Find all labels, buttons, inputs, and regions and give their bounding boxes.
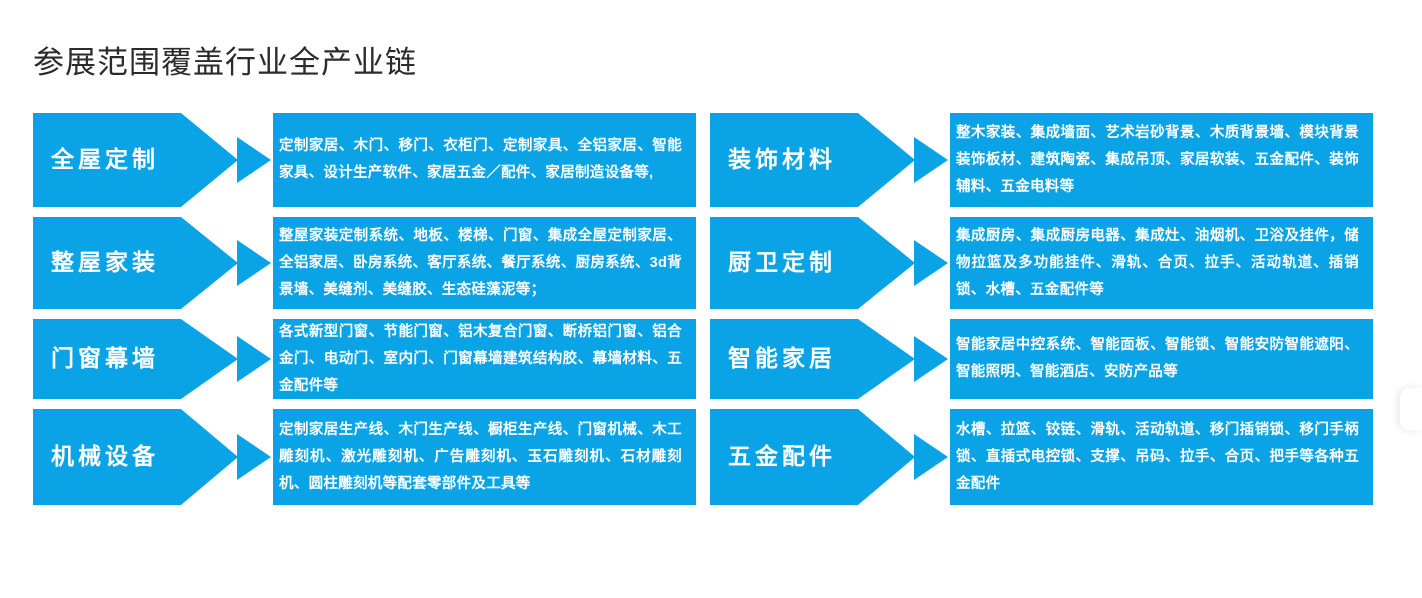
category-description: 整木家装、集成墙面、艺术岩砂背景、木质背景墙、模块背景装饰板材、建筑陶瓷、集成吊… <box>956 124 1359 195</box>
category-label: 五金配件 <box>728 443 836 470</box>
category-card-jixieshebei[interactable]: 机械设备 定制家居生产线、木门生产线、橱柜生产线、门窗机械、木工雕刻机、激光雕刻… <box>33 409 696 505</box>
category-label: 厨卫定制 <box>728 249 836 276</box>
category-card-zhuangshicailiao[interactable]: 装饰材料 整木家装、集成墙面、艺术岩砂背景、木质背景墙、模块背景装饰板材、建筑陶… <box>710 113 1373 207</box>
category-chevron: 装饰材料 <box>710 113 915 207</box>
category-description: 集成厨房、集成厨房电器、集成灶、油烟机、卫浴及挂件，储物拉篮及多功能挂件、滑轨、… <box>956 227 1359 298</box>
category-card-zhinengjiaju[interactable]: 智能家居 智能家居中控系统、智能面板、智能锁、智能安防智能遮阳、智能照明、智能酒… <box>710 319 1373 399</box>
category-chevron: 五金配件 <box>710 409 915 505</box>
category-card-zhengwujiazhuang[interactable]: 整屋家装 整屋家装定制系统、地板、楼梯、门窗、集成全屋定制家居、全铝家居、卧房系… <box>33 217 696 309</box>
category-chevron: 整屋家装 <box>33 217 238 309</box>
category-row: 整屋家装 整屋家装定制系统、地板、楼梯、门窗、集成全屋定制家居、全铝家居、卧房系… <box>33 217 1373 309</box>
category-description: 整屋家装定制系统、地板、楼梯、门窗、集成全屋定制家居、全铝家居、卧房系统、客厅系… <box>279 227 682 298</box>
category-description-panel: 集成厨房、集成厨房电器、集成灶、油烟机、卫浴及挂件，储物拉篮及多功能挂件、滑轨、… <box>950 217 1373 309</box>
category-row: 全屋定制 定制家居、木门、移门、衣柜门、定制家具、全铝家居、智能家具、设计生产软… <box>33 113 1373 207</box>
category-label: 整屋家装 <box>51 249 159 276</box>
category-description: 水槽、拉篮、铰链、滑轨、活动轨道、移门插销锁、移门手柄锁、直插式电控锁、支撑、吊… <box>956 421 1359 492</box>
category-description-panel: 整木家装、集成墙面、艺术岩砂背景、木质背景墙、模块背景装饰板材、建筑陶瓷、集成吊… <box>950 113 1373 207</box>
arrow-right-icon <box>235 319 273 399</box>
arrow-right-icon <box>235 217 273 309</box>
category-card-menchuangmuqiang[interactable]: 门窗幕墙 各式新型门窗、节能门窗、铝木复合门窗、断桥铝门窗、铝合金门、电动门、室… <box>33 319 696 399</box>
category-description: 智能家居中控系统、智能面板、智能锁、智能安防智能遮阳、智能照明、智能酒店、安防产… <box>956 337 1359 380</box>
category-card-wujinpeijian[interactable]: 五金配件 水槽、拉篮、铰链、滑轨、活动轨道、移门插销锁、移门手柄锁、直插式电控锁… <box>710 409 1373 505</box>
category-chevron: 门窗幕墙 <box>33 319 238 399</box>
arrow-right-icon <box>235 409 273 505</box>
category-description-panel: 各式新型门窗、节能门窗、铝木复合门窗、断桥铝门窗、铝合金门、电动门、室内门、门窗… <box>273 319 696 399</box>
category-chevron: 厨卫定制 <box>710 217 915 309</box>
category-chevron: 全屋定制 <box>33 113 238 207</box>
category-chevron: 机械设备 <box>33 409 238 505</box>
arrow-right-icon <box>912 319 950 399</box>
category-label: 装饰材料 <box>728 146 836 173</box>
category-label: 智能家居 <box>728 345 836 372</box>
category-row: 机械设备 定制家居生产线、木门生产线、橱柜生产线、门窗机械、木工雕刻机、激光雕刻… <box>33 409 1373 505</box>
category-card-quanwudingzhi[interactable]: 全屋定制 定制家居、木门、移门、衣柜门、定制家具、全铝家居、智能家具、设计生产软… <box>33 113 696 207</box>
category-description-panel: 定制家居、木门、移门、衣柜门、定制家具、全铝家居、智能家具、设计生产软件、家居五… <box>273 113 696 207</box>
category-description-panel: 水槽、拉篮、铰链、滑轨、活动轨道、移门插销锁、移门手柄锁、直插式电控锁、支撑、吊… <box>950 409 1373 505</box>
edge-floating-widget[interactable] <box>1400 388 1422 430</box>
arrow-right-icon <box>912 217 950 309</box>
category-description-panel: 整屋家装定制系统、地板、楼梯、门窗、集成全屋定制家居、全铝家居、卧房系统、客厅系… <box>273 217 696 309</box>
category-chevron: 智能家居 <box>710 319 915 399</box>
arrow-right-icon <box>912 409 950 505</box>
category-label: 全屋定制 <box>51 146 159 173</box>
arrow-right-icon <box>912 113 950 207</box>
category-description-panel: 定制家居生产线、木门生产线、橱柜生产线、门窗机械、木工雕刻机、激光雕刻机、广告雕… <box>273 409 696 505</box>
category-card-chuweidingzhi[interactable]: 厨卫定制 集成厨房、集成厨房电器、集成灶、油烟机、卫浴及挂件，储物拉篮及多功能挂… <box>710 217 1373 309</box>
category-description: 各式新型门窗、节能门窗、铝木复合门窗、断桥铝门窗、铝合金门、电动门、室内门、门窗… <box>279 323 682 394</box>
category-row: 门窗幕墙 各式新型门窗、节能门窗、铝木复合门窗、断桥铝门窗、铝合金门、电动门、室… <box>33 319 1373 399</box>
category-grid: 全屋定制 定制家居、木门、移门、衣柜门、定制家具、全铝家居、智能家具、设计生产软… <box>33 113 1373 515</box>
arrow-right-icon <box>235 113 273 207</box>
category-description: 定制家居生产线、木门生产线、橱柜生产线、门窗机械、木工雕刻机、激光雕刻机、广告雕… <box>279 421 682 492</box>
category-description-panel: 智能家居中控系统、智能面板、智能锁、智能安防智能遮阳、智能照明、智能酒店、安防产… <box>950 319 1373 399</box>
category-label: 机械设备 <box>51 443 159 470</box>
category-label: 门窗幕墙 <box>51 345 159 372</box>
category-description: 定制家居、木门、移门、衣柜门、定制家具、全铝家居、智能家具、设计生产软件、家居五… <box>279 138 682 181</box>
page-title: 参展范围覆盖行业全产业链 <box>33 44 417 80</box>
